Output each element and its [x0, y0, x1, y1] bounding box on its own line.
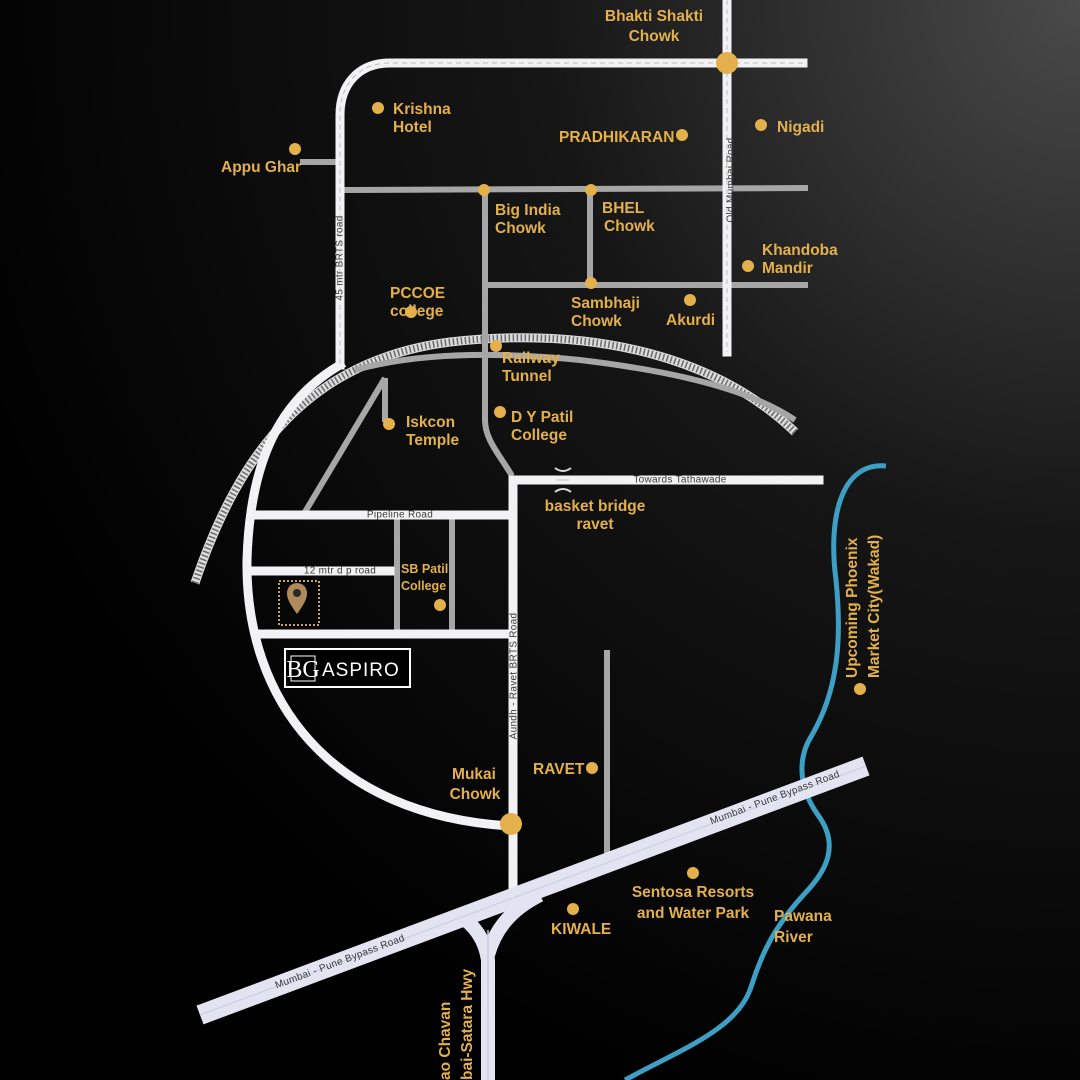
label-appu-ghar: Appu Ghar: [221, 159, 301, 176]
logo-name: ASPIRO: [322, 660, 400, 681]
project-boundary: [278, 580, 320, 626]
logo-mark: BG: [286, 657, 319, 683]
label-pccoe-1: PCCOE: [390, 285, 445, 302]
marker-ravet: [586, 762, 598, 774]
label-pradhikaran: PRADHIKARAN: [559, 129, 674, 146]
label-highway-1: ao Chavan: [437, 1002, 454, 1080]
marker-dy-patil: [494, 406, 506, 418]
label-sambhaji-2: Chowk: [571, 313, 622, 330]
label-kiwale: KIWALE: [551, 921, 611, 938]
label-dy-patil-1: D Y Patil: [511, 409, 573, 426]
label-highway-2: bai-Satara Hwy: [459, 968, 476, 1080]
parallel-road: [354, 351, 797, 423]
label-phoenix-2: Market City(Wakad): [866, 535, 883, 678]
label-mukai-2: Chowk: [450, 786, 501, 803]
label-pawana-1: Pawana: [774, 908, 832, 925]
marker-bhel: [585, 184, 597, 196]
label-sentosa-1: Sentosa Resorts: [632, 884, 754, 901]
road-label-tathawade: Towards Tathawade: [633, 475, 726, 486]
marker-sb-patil: [434, 599, 446, 611]
logo-frame: [284, 648, 411, 688]
label-basket-bridge-1: basket bridge: [545, 498, 646, 515]
marker-sentosa: [687, 867, 699, 879]
label-mukai-1: Mukai: [452, 766, 496, 783]
label-iskcon-1: Iskcon: [406, 414, 455, 431]
marker-iskcon: [383, 418, 395, 430]
label-pccoe-2: college: [390, 303, 444, 320]
road-label-12mtr: 12 mtr d p road: [304, 566, 376, 577]
marker-nigadi: [755, 119, 767, 131]
marker-railway-tunnel: [490, 340, 502, 352]
label-bhel-1: BHEL: [602, 200, 644, 217]
road-label-brts-45: 45 mtr BRTS road: [335, 215, 346, 300]
road-label-pipeline: Pipeline Road: [367, 510, 433, 521]
marker-pccoe: [405, 306, 417, 318]
label-bhakti-shakti-2: Chowk: [629, 28, 680, 45]
location-pin-icon: [287, 583, 307, 614]
label-krishna-1: Krishna: [393, 101, 451, 118]
bypass-road: [196, 756, 870, 1025]
label-khandoba-1: Khandoba: [762, 242, 838, 259]
marker-big-india: [478, 184, 490, 196]
marker-pradhikaran: [676, 129, 688, 141]
marker-akurdi: [684, 294, 696, 306]
label-akurdi: Akurdi: [666, 312, 715, 329]
label-ravet: RAVET: [533, 761, 585, 778]
project-location[interactable]: [278, 580, 320, 626]
label-bhakti-shakti-1: Bhakti Shakti: [605, 8, 703, 25]
label-phoenix-1: Upcoming Phoenix: [844, 537, 861, 678]
label-railway-2: Tunnel: [502, 368, 552, 385]
road-label-old-mumbai: Old Mumbai Road: [726, 137, 737, 222]
label-sentosa-2: and Water Park: [637, 905, 750, 922]
brand-logo: BG ASPIRO: [284, 648, 411, 688]
place-markers: [289, 52, 866, 915]
label-basket-bridge-2: ravet: [576, 516, 613, 533]
road-label-aundh-ravet: Aundh - Ravet BRTS Road: [509, 613, 520, 740]
marker-phoenix: [854, 683, 866, 695]
marker-mukai-chowk: [500, 813, 522, 835]
label-sambhaji-1: Sambhaji: [571, 295, 640, 312]
label-bhel-2: Chowk: [604, 218, 655, 235]
marker-sambhaji: [585, 277, 597, 289]
marker-khandoba: [742, 260, 754, 272]
label-big-india-1: Big India: [495, 202, 561, 219]
label-pawana-2: River: [774, 929, 813, 946]
marker-appu-ghar: [289, 143, 301, 155]
logo-mark-box: [290, 655, 316, 682]
bridge-icon: [554, 467, 572, 493]
railway-line: [190, 333, 799, 585]
place-labels: Bhakti Shakti Chowk Krishna Hotel Appu G…: [221, 8, 883, 1080]
label-big-india-2: Chowk: [495, 220, 546, 237]
label-krishna-2: Hotel: [393, 119, 432, 136]
gray-roads-south: [302, 376, 610, 855]
label-nigadi: Nigadi: [777, 119, 824, 136]
label-dy-patil-2: College: [511, 427, 567, 444]
label-railway-1: Railway: [502, 350, 560, 367]
pawana-river: [623, 463, 887, 1080]
label-sb-patil-2: College: [401, 579, 446, 593]
label-iskcon-2: Temple: [406, 432, 459, 449]
label-sb-patil-1: SB Patil: [401, 562, 448, 576]
marker-krishna: [372, 102, 384, 114]
label-khandoba-2: Mandir: [762, 260, 813, 277]
marker-kiwale: [567, 903, 579, 915]
marker-bhakti-shakti: [716, 52, 738, 74]
